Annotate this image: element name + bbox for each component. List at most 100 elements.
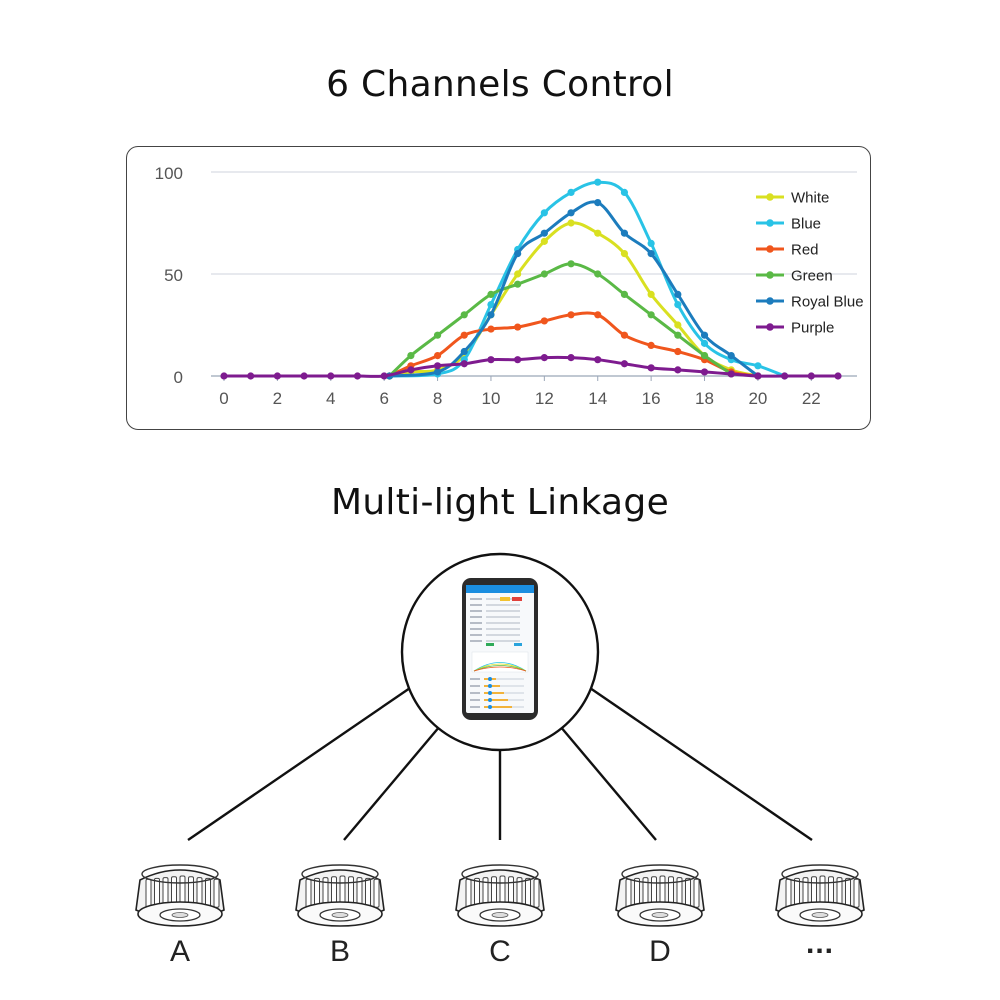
data-point bbox=[460, 360, 468, 368]
data-point bbox=[594, 199, 602, 207]
x-tick-label: 16 bbox=[642, 389, 661, 408]
series-purple bbox=[220, 354, 842, 380]
data-point bbox=[620, 290, 629, 298]
phone-row-value bbox=[486, 622, 520, 624]
light-vent-slot bbox=[525, 877, 531, 907]
connector-line bbox=[343, 725, 441, 841]
data-point bbox=[433, 352, 442, 360]
data-point bbox=[674, 331, 682, 339]
light-lens-center bbox=[171, 912, 189, 918]
phone-toggle bbox=[486, 643, 494, 646]
chart-section-title: 6 Channels Control bbox=[326, 64, 674, 105]
x-tick-label: 4 bbox=[326, 389, 335, 408]
phone-slider-label bbox=[470, 692, 480, 694]
light-top-rim bbox=[621, 864, 699, 884]
data-point bbox=[620, 229, 629, 237]
x-tick-label: 18 bbox=[695, 389, 714, 408]
phone-row-label bbox=[470, 634, 482, 636]
phone-mini-curve bbox=[473, 666, 527, 672]
data-point bbox=[567, 311, 575, 319]
legend-swatch-dot bbox=[766, 245, 774, 253]
data-point bbox=[620, 188, 629, 196]
data-point bbox=[220, 372, 228, 380]
x-tick-label: 8 bbox=[433, 389, 442, 408]
data-point bbox=[700, 339, 709, 347]
data-point bbox=[514, 356, 522, 364]
phone-row-label bbox=[470, 604, 482, 606]
data-point bbox=[727, 370, 735, 378]
phone-slider-label bbox=[470, 678, 480, 680]
legend-label: White bbox=[791, 190, 829, 207]
phone-row-label bbox=[470, 640, 482, 642]
data-point bbox=[514, 280, 522, 288]
light-vent-slot bbox=[533, 878, 540, 908]
smartphone-app-icon bbox=[462, 578, 538, 720]
y-tick-label: 0 bbox=[174, 368, 183, 387]
light-vent-slot bbox=[305, 878, 312, 908]
series-royal-blue bbox=[385, 199, 762, 380]
x-tick-label: 12 bbox=[535, 389, 554, 408]
data-point bbox=[487, 311, 495, 319]
node-label: D bbox=[649, 935, 671, 968]
phone-row-label bbox=[470, 628, 482, 630]
data-point bbox=[647, 311, 655, 319]
data-point bbox=[781, 372, 789, 380]
light-lens-center bbox=[491, 912, 509, 918]
data-point bbox=[433, 331, 442, 339]
legend-swatch-dot bbox=[766, 323, 774, 331]
aquarium-light-icon bbox=[775, 864, 865, 927]
light-vent-slot bbox=[794, 877, 800, 907]
light-vent-slot bbox=[845, 877, 851, 907]
light-vent-slot bbox=[154, 877, 160, 907]
legend-swatch-dot bbox=[766, 271, 774, 279]
data-point bbox=[727, 352, 735, 360]
data-point bbox=[540, 237, 548, 245]
legend-label: Blue bbox=[791, 216, 821, 233]
phone-row-label bbox=[470, 598, 482, 600]
phone-row-value bbox=[486, 628, 520, 630]
data-point bbox=[433, 362, 442, 370]
data-point bbox=[674, 301, 682, 309]
data-point bbox=[834, 372, 842, 380]
phone-slider-label bbox=[470, 706, 480, 708]
x-tick-label: 6 bbox=[379, 389, 388, 408]
phone-slider-track bbox=[484, 678, 524, 680]
phone-row-label bbox=[470, 622, 482, 624]
data-point bbox=[273, 372, 281, 380]
linkage-diagram bbox=[135, 552, 865, 927]
light-vent-slot bbox=[339, 875, 346, 905]
light-vent-slot bbox=[819, 875, 826, 905]
data-point bbox=[567, 260, 575, 268]
phone-row-value bbox=[486, 640, 520, 642]
data-point bbox=[540, 229, 548, 237]
series-line bbox=[388, 200, 760, 378]
legend-label: Red bbox=[791, 242, 819, 259]
x-tick-label: 20 bbox=[748, 389, 767, 408]
light-vent-slot bbox=[179, 875, 186, 905]
data-point bbox=[487, 290, 495, 298]
light-vent-slot bbox=[785, 878, 792, 908]
data-point bbox=[567, 219, 575, 227]
data-point bbox=[514, 270, 522, 278]
phone-row-value bbox=[486, 616, 520, 618]
phone-slider-knob bbox=[488, 677, 492, 681]
legend-swatch-dot bbox=[766, 219, 774, 227]
light-top-rim bbox=[781, 864, 859, 884]
light-vent-slot bbox=[171, 876, 177, 906]
data-point bbox=[647, 364, 655, 372]
light-lens-center bbox=[651, 912, 669, 918]
linkage-section-title: Multi-light Linkage bbox=[330, 482, 670, 523]
phone-badge bbox=[500, 597, 510, 601]
light-vent-slot bbox=[693, 878, 700, 908]
data-point bbox=[700, 331, 709, 339]
light-vent-slot bbox=[659, 875, 666, 905]
phone-slider-knob bbox=[488, 684, 492, 688]
data-point bbox=[674, 347, 682, 356]
data-point bbox=[460, 347, 468, 356]
data-point bbox=[807, 372, 815, 380]
phone-slider-fill bbox=[484, 706, 512, 708]
data-point bbox=[514, 250, 522, 258]
data-point bbox=[487, 325, 495, 333]
